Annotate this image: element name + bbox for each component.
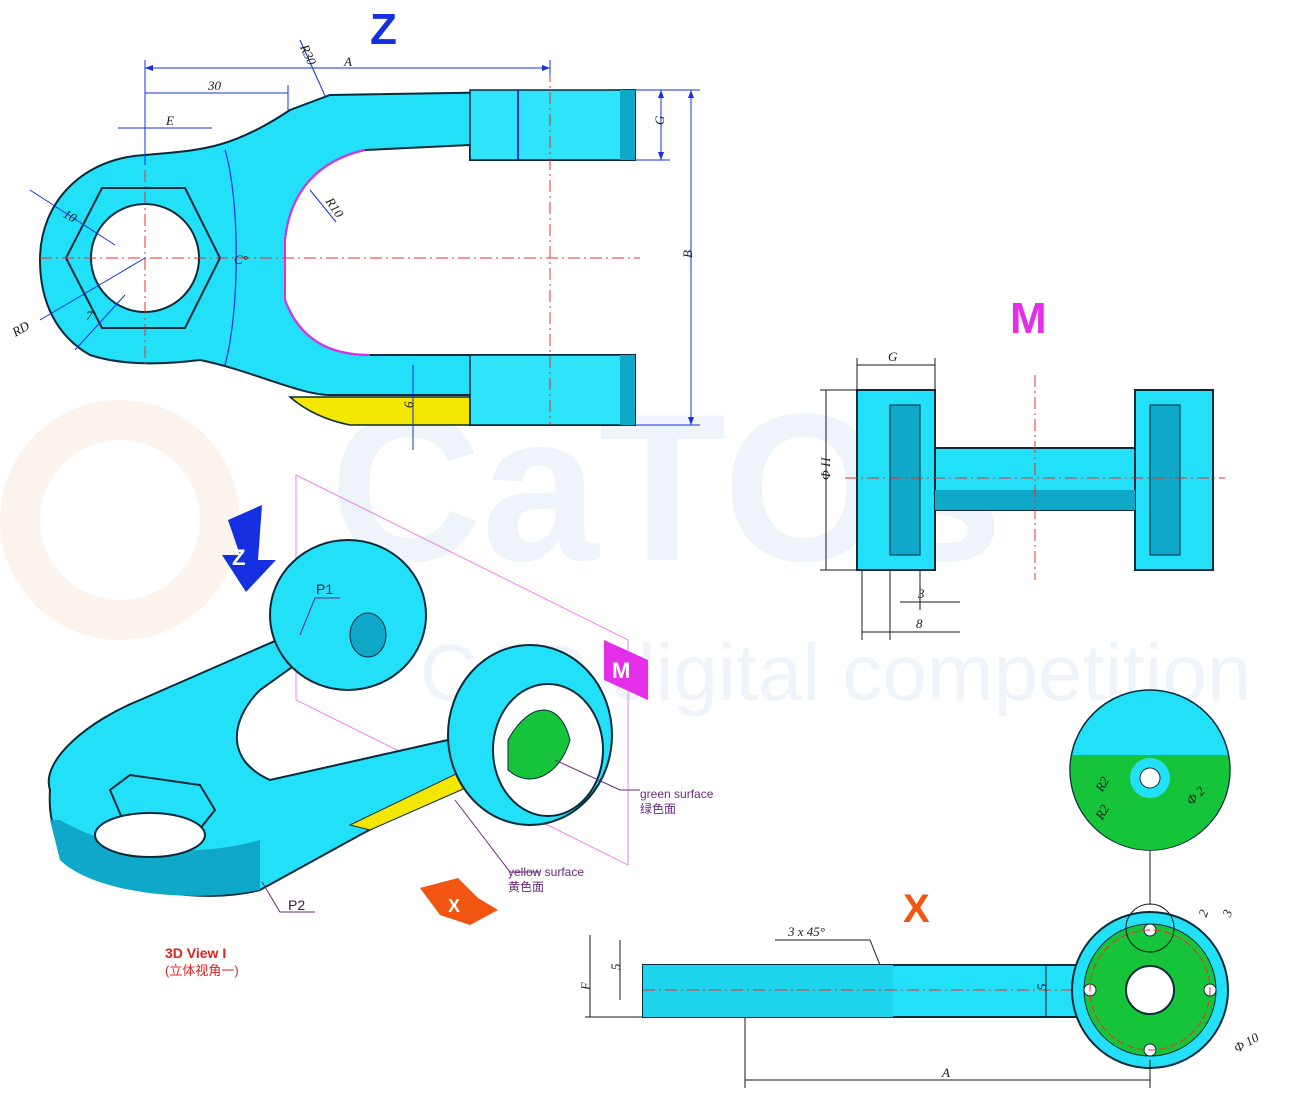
m-right-bore (1149, 404, 1181, 556)
z-arrow (658, 90, 664, 98)
x-dim-5b: 5 (1034, 983, 1049, 990)
z-arrow (542, 65, 550, 71)
z-inner-curve (284, 149, 371, 356)
detail-hole (1139, 767, 1161, 789)
m-dim-h: Φ H (818, 457, 833, 480)
view-z: A 30 E R30 R10 10 7 RD C° G B 6 Z (8, 5, 700, 450)
x-dim-a: A (941, 1065, 950, 1080)
iso-yellow-label: yellow surface (508, 865, 584, 879)
iso-green-label-cn: 绿色面 (640, 801, 676, 816)
z-dim-a: A (343, 54, 352, 69)
iso-z-letter: Z (232, 545, 245, 570)
z-dim-6: 6 (401, 401, 416, 408)
iso-m-letter: M (612, 658, 630, 683)
z-arrow (688, 90, 694, 98)
m-left-bore (889, 404, 921, 556)
iso-leaders (261, 597, 640, 913)
view-z-label: Z (370, 5, 397, 54)
detail-dim-r2b: R2 (1091, 802, 1112, 823)
x-dim-chamfer: 3 x 45° (787, 924, 825, 939)
iso-green-label: green surface (640, 787, 714, 801)
x-dim-3: 3 (1219, 907, 1236, 920)
x-dim-5a: 5 (608, 963, 623, 970)
x-pitch-circle (1089, 929, 1211, 1051)
z-dim-7: 7 (86, 308, 93, 323)
x-center-hole (1125, 965, 1175, 1015)
z-dim-e: E (165, 113, 174, 128)
iso-title: 3D View I (165, 945, 226, 961)
iso-title-cn: (立体视角一) (165, 963, 239, 978)
z-dim-r30: R30 (297, 41, 320, 68)
view-x: X 3 x 45° F 5 5 A 2 3 Φ 10 (578, 887, 1262, 1088)
z-dim-b: B (680, 250, 695, 258)
iso-x-arrow-icon: X (420, 878, 498, 925)
x-dim-2: 2 (1195, 907, 1211, 919)
m-dim-8: 8 (916, 616, 923, 631)
x-detail-marker (1125, 903, 1175, 953)
view-m-label: M (1010, 294, 1047, 343)
z-dim-c: C° (234, 252, 248, 267)
z-lower-prong (469, 354, 636, 426)
iso-p2: P2 (288, 897, 305, 913)
view-x-label: X (903, 887, 930, 931)
iso-z-arrow-icon: Z (222, 505, 276, 592)
z-angle-arc (224, 149, 237, 366)
iso-view: P1 P2 green surface 绿色面 yellow surface 黄… (47, 474, 714, 978)
iso-green-surface (507, 709, 571, 780)
iso-hole (94, 812, 206, 858)
z-arrow (145, 65, 153, 71)
z-arrow (688, 417, 694, 425)
z-dim-rd: RD (8, 318, 32, 340)
detail-view: R2 R2 Φ 2 (1069, 689, 1231, 905)
z-upper-prong (469, 89, 636, 161)
iso-m-arrow-icon: M (604, 640, 648, 700)
z-upper-prong-edge (620, 90, 635, 160)
detail-green-area (1070, 755, 1230, 850)
z-dim-r10: R10 (322, 194, 347, 221)
watermark-gear-icon (0, 400, 240, 640)
iso-p1: P1 (316, 581, 333, 597)
z-dim-30: 30 (207, 78, 222, 93)
m-dim-lines (820, 358, 960, 640)
iso-x-letter: X (448, 896, 460, 916)
x-dim-f: F (578, 981, 593, 991)
view-m: M G Φ H 3 8 (818, 294, 1225, 640)
iso-upper-disk-hole (349, 612, 387, 658)
detail-dim-r2a: R2 (1091, 774, 1112, 795)
iso-upper-disk (269, 539, 427, 691)
z-lower-prong-edge (620, 355, 635, 425)
m-dim-g: G (888, 349, 898, 364)
z-yellow-strip (287, 396, 471, 426)
x-dim-lines (585, 935, 1151, 1088)
z-dim-g: G (652, 115, 667, 125)
iso-yellow-label-cn: 黄色面 (508, 880, 544, 894)
x-dim-d10: Φ 10 (1231, 1029, 1262, 1055)
z-dim-lines (29, 39, 700, 450)
x-bar-section (643, 965, 893, 1017)
z-arrow (658, 152, 664, 160)
m-dim-3: 3 (917, 586, 925, 601)
m-shaft-shade (935, 490, 1135, 510)
